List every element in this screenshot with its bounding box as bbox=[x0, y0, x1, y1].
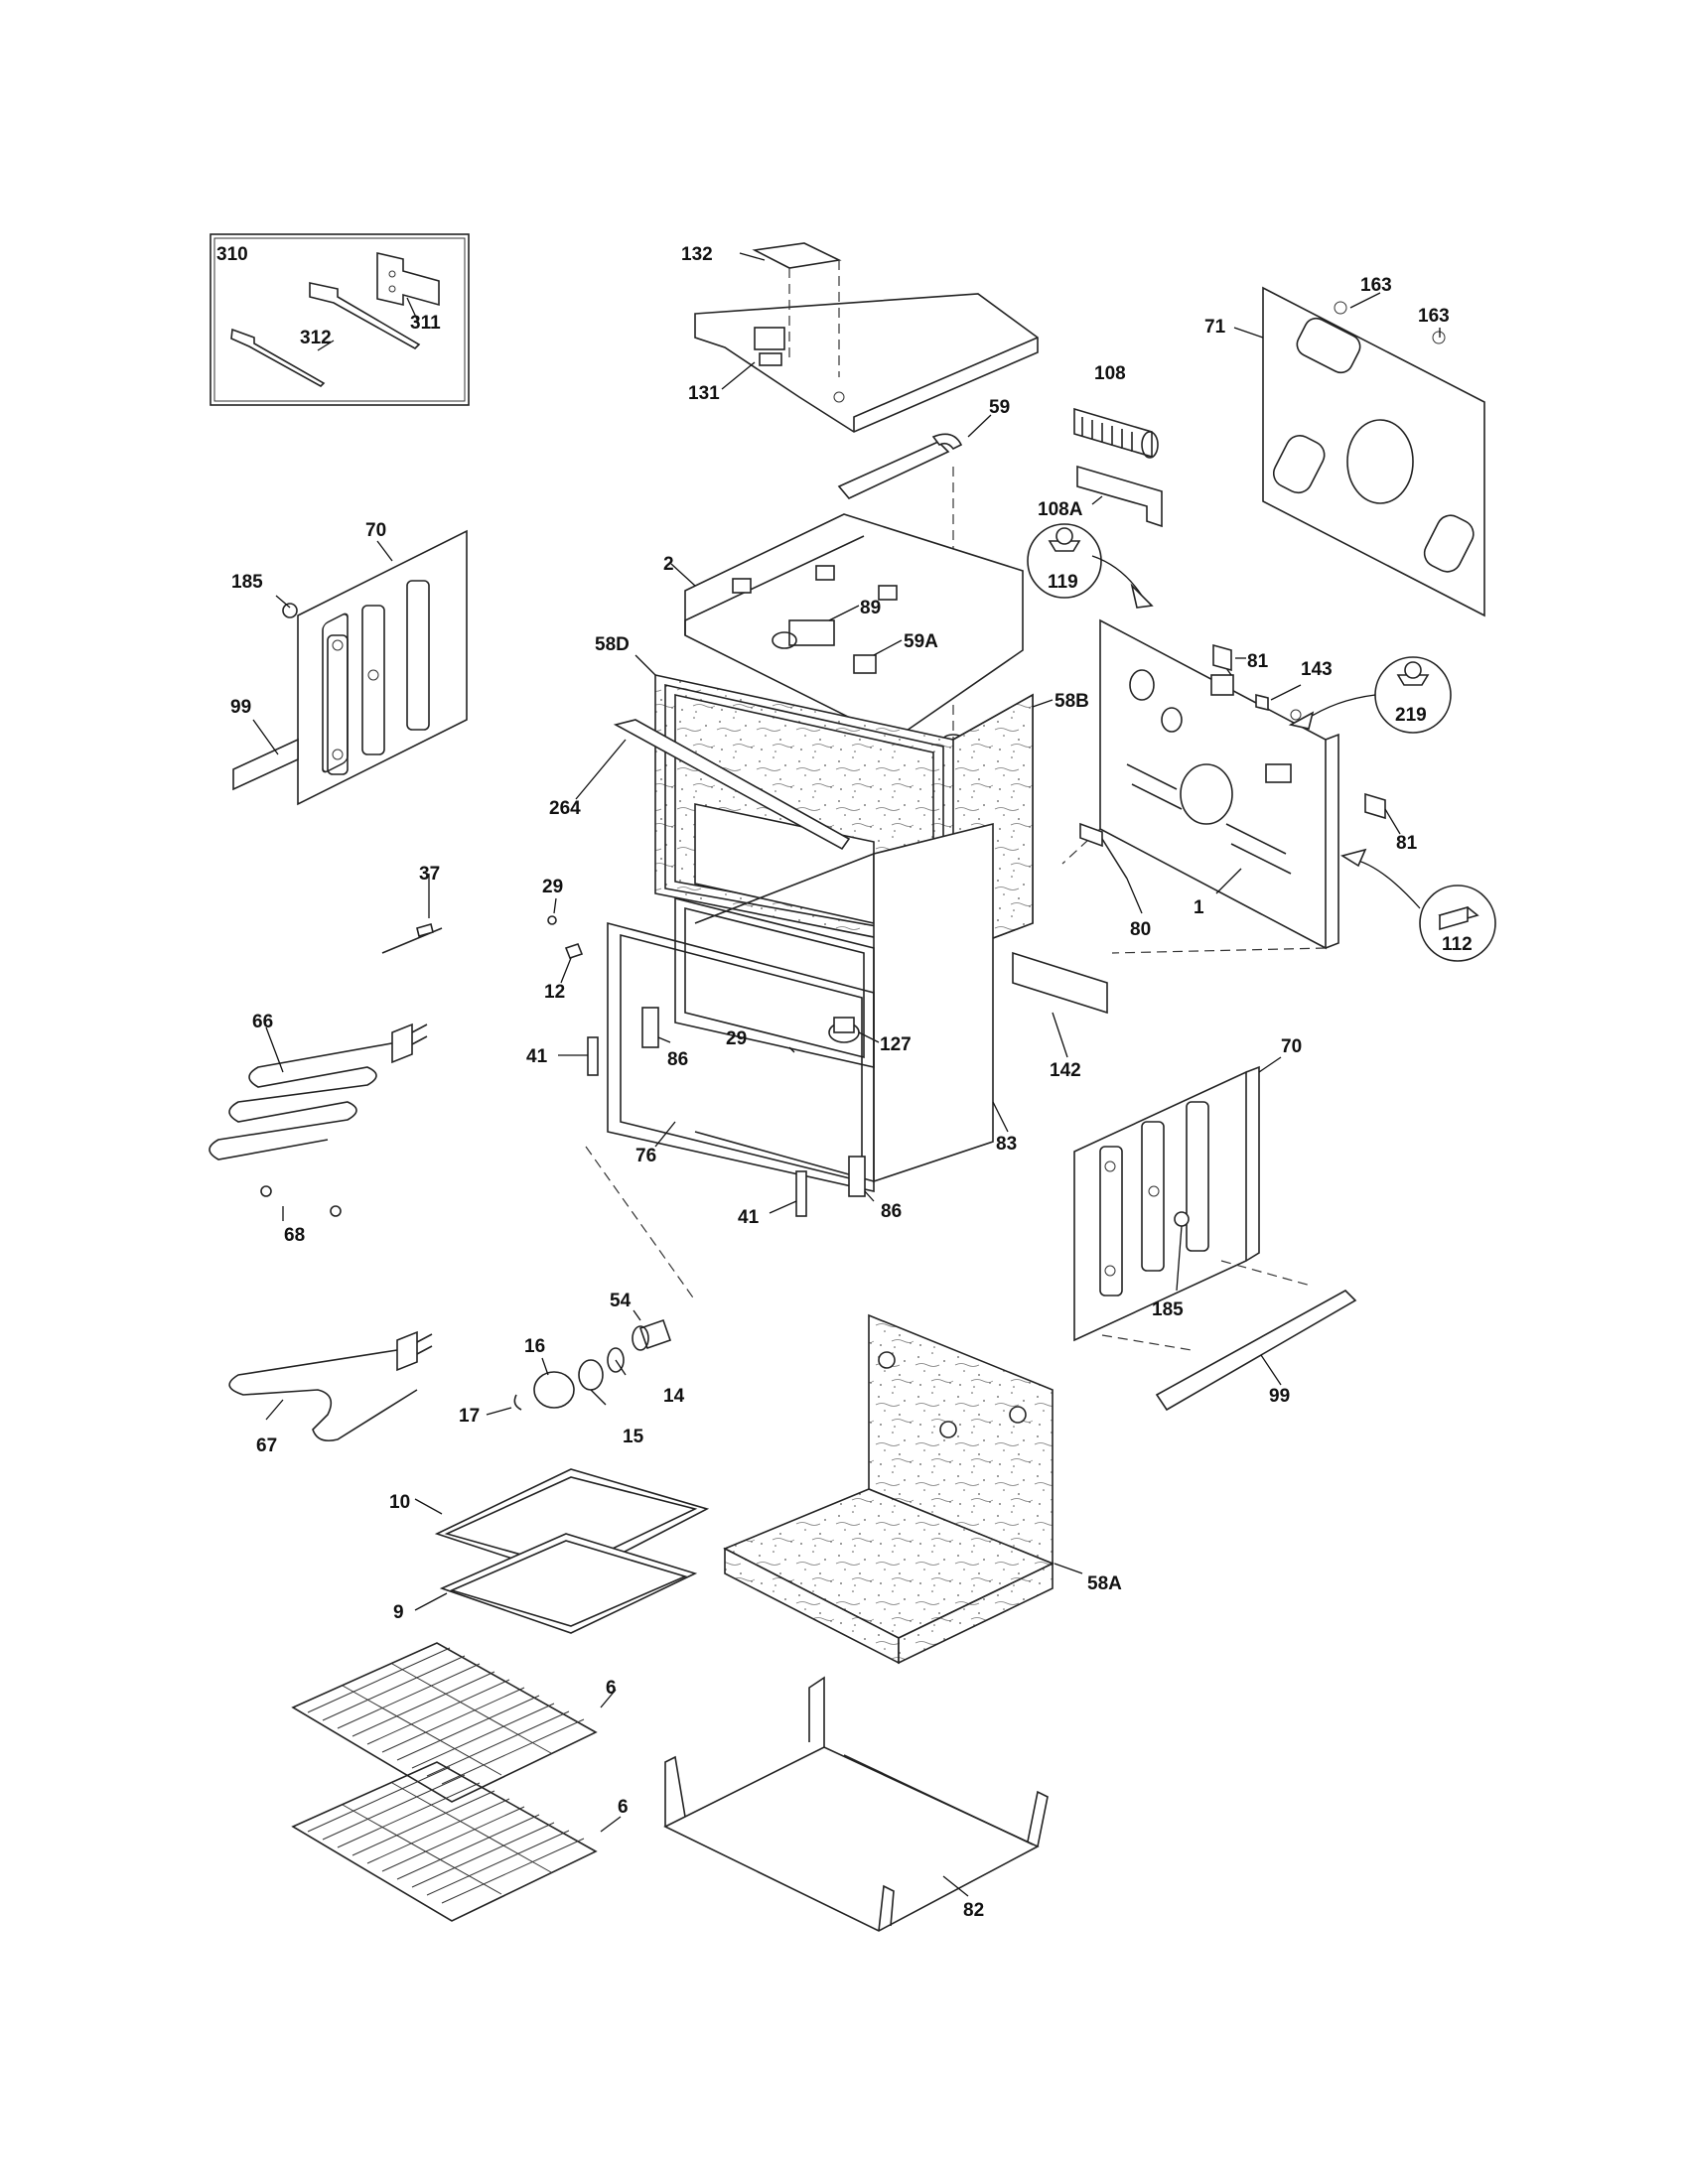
label-67: 67 bbox=[256, 1435, 277, 1456]
label-68: 68 bbox=[284, 1225, 305, 1246]
label-1: 1 bbox=[1194, 897, 1204, 918]
label-219: 219 bbox=[1395, 705, 1427, 726]
label-70-a: 70 bbox=[365, 520, 386, 541]
label-142: 142 bbox=[1050, 1060, 1081, 1081]
label-9: 9 bbox=[393, 1602, 404, 1623]
oven-liner-83 bbox=[694, 822, 1108, 1183]
duct-59 bbox=[837, 414, 992, 754]
label-71: 71 bbox=[1204, 317, 1226, 338]
label-99-b: 99 bbox=[1269, 1386, 1290, 1407]
label-2: 2 bbox=[663, 554, 674, 575]
hinge-41-86 bbox=[558, 1007, 875, 1217]
label-12: 12 bbox=[544, 982, 565, 1003]
callout-219 bbox=[1288, 656, 1452, 734]
label-59: 59 bbox=[989, 397, 1010, 418]
label-14: 14 bbox=[663, 1386, 685, 1407]
sensor-37 bbox=[381, 874, 443, 954]
back-panel-1 bbox=[1061, 618, 1339, 954]
label-70-b: 70 bbox=[1281, 1036, 1302, 1057]
label-58D: 58D bbox=[595, 634, 630, 655]
part-143 bbox=[1255, 684, 1302, 712]
label-310: 310 bbox=[216, 244, 248, 265]
label-66: 66 bbox=[252, 1012, 273, 1032]
label-58A: 58A bbox=[1087, 1573, 1122, 1594]
label-37: 37 bbox=[419, 864, 440, 885]
insulation-58A bbox=[723, 1313, 1083, 1665]
side-panel-70-right bbox=[1073, 1056, 1357, 1412]
label-10: 10 bbox=[389, 1492, 410, 1513]
label-17: 17 bbox=[459, 1406, 480, 1427]
label-59A: 59A bbox=[904, 631, 938, 652]
label-131: 131 bbox=[688, 383, 720, 404]
label-15: 15 bbox=[623, 1427, 644, 1447]
label-41-b: 41 bbox=[738, 1207, 760, 1228]
terminal-block-108 bbox=[1073, 407, 1163, 528]
label-58B: 58B bbox=[1055, 691, 1089, 712]
label-99-a: 99 bbox=[230, 697, 251, 718]
rear-panel-71 bbox=[1233, 286, 1485, 617]
label-81-b: 81 bbox=[1396, 833, 1418, 854]
light-assembly bbox=[486, 1309, 672, 1416]
label-41-a: 41 bbox=[526, 1046, 548, 1067]
screw-29-12 bbox=[547, 897, 795, 1053]
broil-element-67 bbox=[228, 1330, 433, 1442]
bracket-81 bbox=[1212, 643, 1401, 835]
label-108A: 108A bbox=[1038, 499, 1083, 520]
label-312: 312 bbox=[300, 328, 332, 348]
label-54: 54 bbox=[610, 1291, 632, 1311]
callout-112 bbox=[1340, 848, 1496, 962]
label-185-a: 185 bbox=[231, 572, 263, 593]
oven-rack-6-upper bbox=[291, 1642, 617, 1803]
label-163-b: 163 bbox=[1418, 306, 1450, 327]
oven-rack-6-lower bbox=[291, 1761, 622, 1922]
bake-element-66 bbox=[209, 1023, 428, 1221]
callout-labels: 310 312 311 132 131 59 163 163 71 108 10… bbox=[216, 244, 1473, 1921]
broil-pan-10-9 bbox=[414, 1468, 710, 1634]
top-oven-panel-2 bbox=[670, 513, 1024, 746]
label-86-b: 86 bbox=[881, 1201, 902, 1222]
part-80 bbox=[1079, 822, 1143, 914]
label-29-a: 29 bbox=[542, 877, 563, 897]
label-82: 82 bbox=[963, 1900, 984, 1921]
label-108: 108 bbox=[1094, 363, 1126, 384]
label-163-a: 163 bbox=[1360, 275, 1392, 296]
label-132: 132 bbox=[681, 244, 713, 265]
label-185-b: 185 bbox=[1152, 1299, 1184, 1320]
label-81-a: 81 bbox=[1247, 651, 1269, 672]
label-6-b: 6 bbox=[618, 1797, 629, 1818]
label-16: 16 bbox=[524, 1336, 545, 1357]
label-264: 264 bbox=[549, 798, 581, 819]
callout-119 bbox=[1027, 523, 1154, 609]
label-6-a: 6 bbox=[606, 1678, 617, 1699]
label-112: 112 bbox=[1442, 934, 1473, 955]
side-panel-70-left bbox=[232, 529, 468, 806]
door-frame-76 bbox=[585, 896, 875, 1301]
top-panel-131 bbox=[694, 242, 1039, 433]
label-127: 127 bbox=[880, 1034, 912, 1055]
label-29-b: 29 bbox=[726, 1028, 747, 1049]
label-83: 83 bbox=[996, 1134, 1017, 1155]
label-143: 143 bbox=[1301, 659, 1333, 680]
label-80: 80 bbox=[1130, 919, 1151, 940]
label-89: 89 bbox=[860, 598, 881, 618]
label-86-a: 86 bbox=[667, 1049, 688, 1070]
label-311: 311 bbox=[410, 313, 441, 334]
bottom-tray-82 bbox=[663, 1676, 1049, 1932]
label-76: 76 bbox=[635, 1146, 656, 1166]
inset-kit-310 bbox=[210, 233, 470, 406]
label-119: 119 bbox=[1048, 572, 1078, 593]
trim-264 bbox=[575, 719, 851, 851]
